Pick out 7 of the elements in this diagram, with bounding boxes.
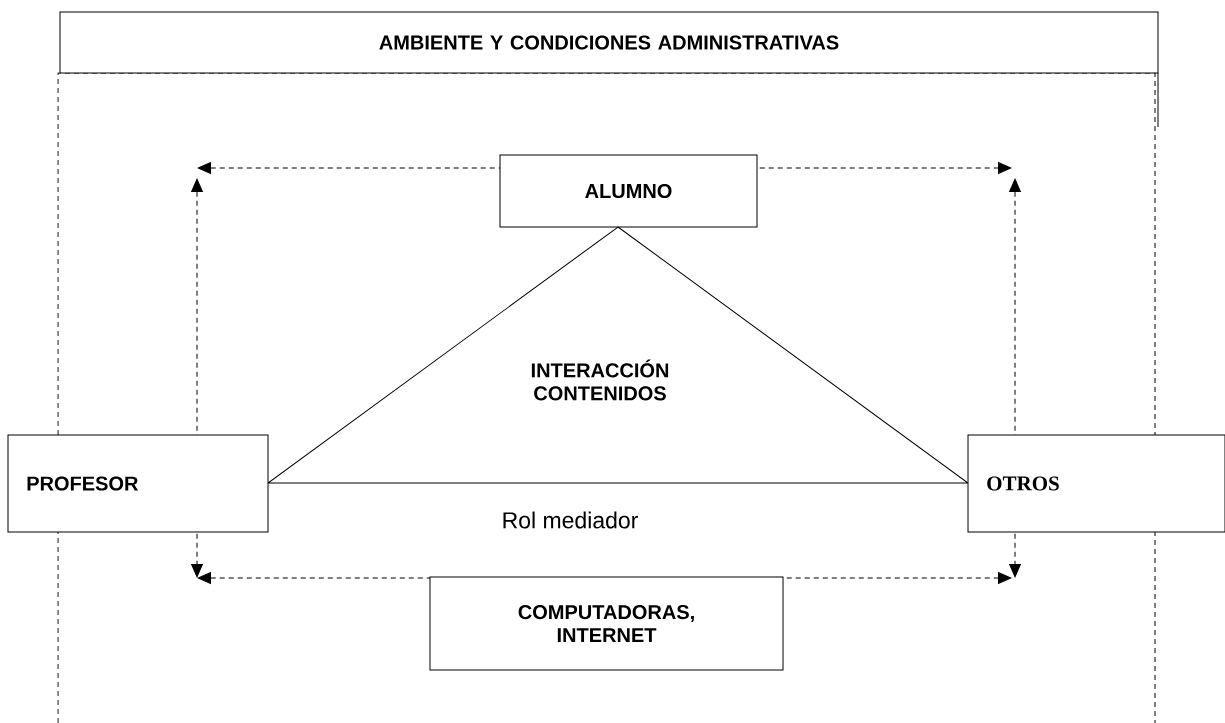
- process-box: PROFESOR: [7, 434, 269, 533]
- process-box: ALUMNO: [499, 154, 758, 228]
- triangle: INTERACCIÓN CONTENIDOS: [267, 226, 969, 484]
- caption-text: Rol mediador: [503, 511, 638, 529]
- process-box: COMPUTADORAS, INTERNET: [429, 576, 784, 671]
- process-box: OTROS: [967, 434, 1225, 533]
- header-box: AMBIENTE Y CONDICIONES ADMINISTRATIVAS: [59, 11, 1159, 128]
